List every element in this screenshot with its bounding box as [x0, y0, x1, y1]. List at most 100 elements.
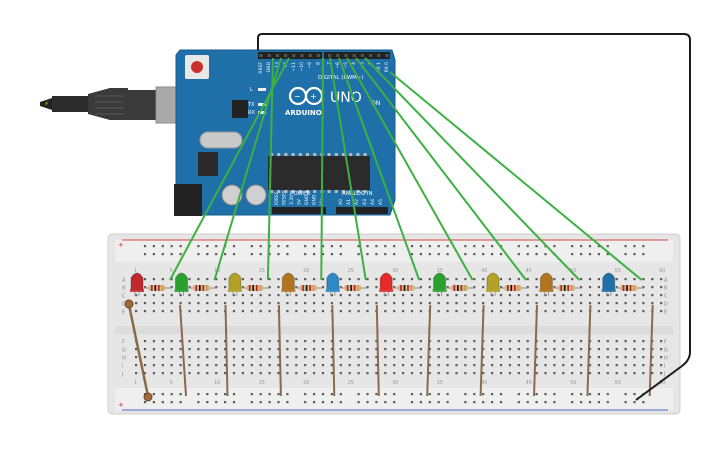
breadboard-hole[interactable]: [206, 356, 209, 359]
breadboard-hole[interactable]: [410, 294, 414, 297]
breadboard-hole[interactable]: [295, 340, 298, 343]
breadboard-hole[interactable]: [179, 302, 182, 305]
rail-hole[interactable]: [482, 393, 485, 396]
breadboard-hole[interactable]: [455, 372, 458, 375]
power-header[interactable]: [272, 207, 326, 214]
rail-hole[interactable]: [597, 245, 600, 248]
breadboard-hole[interactable]: [553, 348, 556, 351]
rail-hole[interactable]: [642, 245, 645, 248]
breadboard-hole[interactable]: [170, 340, 173, 343]
breadboard-hole[interactable]: [170, 302, 173, 305]
header-pin[interactable]: [316, 54, 320, 57]
breadboard-hole[interactable]: [615, 340, 618, 343]
breadboard-hole[interactable]: [143, 348, 147, 351]
breadboard-hole[interactable]: [517, 340, 520, 343]
breadboard-hole[interactable]: [277, 286, 280, 289]
breadboard-hole[interactable]: [268, 310, 271, 313]
breadboard-hole[interactable]: [197, 356, 200, 359]
breadboard-hole[interactable]: [232, 302, 236, 305]
breadboard-hole[interactable]: [517, 364, 520, 367]
breadboard-hole[interactable]: [384, 372, 387, 375]
breadboard-hole[interactable]: [473, 356, 476, 359]
signal-wire-green[interactable]: [346, 57, 474, 281]
breadboard-hole[interactable]: [250, 372, 253, 375]
rail-hole[interactable]: [410, 245, 414, 248]
breadboard-hole[interactable]: [624, 348, 627, 351]
rail-hole[interactable]: [606, 245, 609, 248]
breadboard-hole[interactable]: [339, 310, 342, 313]
breadboard-hole[interactable]: [446, 286, 449, 289]
breadboard-hole[interactable]: [562, 372, 565, 375]
led-green-icon[interactable]: [175, 272, 188, 291]
breadboard-hole[interactable]: [313, 278, 316, 281]
breadboard-hole[interactable]: [544, 372, 547, 375]
breadboard-hole[interactable]: [402, 348, 405, 351]
rail-hole[interactable]: [339, 401, 342, 404]
header-pin[interactable]: [259, 54, 263, 57]
breadboard-hole[interactable]: [206, 348, 209, 351]
breadboard-hole[interactable]: [179, 364, 182, 367]
breadboard-hole[interactable]: [321, 356, 325, 359]
rail-hole[interactable]: [170, 245, 173, 248]
rail-hole[interactable]: [464, 253, 467, 256]
led-blue-icon[interactable]: [602, 272, 616, 291]
breadboard-hole[interactable]: [321, 310, 325, 313]
breadboard-hole[interactable]: [517, 294, 520, 297]
resistor[interactable]: [504, 285, 522, 291]
breadboard-hole[interactable]: [642, 302, 645, 305]
jumper-end-bottom[interactable]: [143, 392, 153, 402]
rail-hole[interactable]: [339, 253, 342, 256]
breadboard-hole[interactable]: [304, 372, 307, 375]
rail-hole[interactable]: [375, 401, 378, 404]
breadboard-hole[interactable]: [410, 340, 414, 343]
rail-hole[interactable]: [224, 401, 227, 404]
breadboard-hole[interactable]: [402, 364, 405, 367]
breadboard-hole[interactable]: [535, 302, 538, 305]
breadboard-hole[interactable]: [197, 310, 200, 313]
rail-hole[interactable]: [624, 253, 627, 256]
rail-hole[interactable]: [197, 401, 200, 404]
breadboard-hole[interactable]: [224, 340, 227, 343]
breadboard-hole[interactable]: [651, 372, 654, 375]
breadboard-hole[interactable]: [357, 348, 360, 351]
rail-hole[interactable]: [313, 253, 316, 256]
breadboard-hole[interactable]: [455, 348, 458, 351]
breadboard-hole[interactable]: [446, 278, 449, 281]
rail-hole[interactable]: [339, 245, 342, 248]
rail-hole[interactable]: [517, 401, 520, 404]
rail-hole[interactable]: [571, 253, 574, 256]
rail-hole[interactable]: [375, 253, 378, 256]
breadboard-hole[interactable]: [419, 278, 422, 281]
breadboard-hole[interactable]: [553, 310, 556, 313]
breadboard-hole[interactable]: [348, 340, 351, 343]
breadboard-hole[interactable]: [277, 278, 280, 281]
breadboard-hole[interactable]: [304, 364, 307, 367]
rail-hole[interactable]: [384, 401, 387, 404]
signal-wire-green[interactable]: [355, 57, 527, 281]
resistor[interactable]: [299, 285, 318, 291]
breadboard-hole[interactable]: [170, 364, 173, 367]
breadboard-hole[interactable]: [517, 278, 520, 281]
header-pin[interactable]: [352, 54, 356, 57]
breadboard-hole[interactable]: [268, 294, 271, 297]
breadboard-hole[interactable]: [268, 278, 271, 281]
rail-hole[interactable]: [143, 401, 147, 404]
rail-hole[interactable]: [633, 401, 636, 404]
breadboard-hole[interactable]: [660, 286, 663, 289]
breadboard-hole[interactable]: [161, 302, 164, 305]
rail-hole[interactable]: [277, 245, 280, 248]
resistor[interactable]: [557, 285, 576, 291]
breadboard-hole[interactable]: [606, 294, 609, 297]
breadboard-hole[interactable]: [428, 294, 431, 297]
rail-hole[interactable]: [633, 245, 636, 248]
digital-header-right[interactable]: [324, 52, 390, 59]
breadboard-hole[interactable]: [259, 372, 262, 375]
breadboard-hole[interactable]: [286, 310, 289, 313]
breadboard-hole[interactable]: [606, 348, 609, 351]
rail-hole[interactable]: [375, 393, 378, 396]
breadboard-hole[interactable]: [375, 302, 378, 305]
breadboard-hole[interactable]: [526, 364, 529, 367]
breadboard-hole[interactable]: [588, 348, 592, 351]
breadboard-hole[interactable]: [375, 372, 378, 375]
breadboard-hole[interactable]: [321, 348, 325, 351]
